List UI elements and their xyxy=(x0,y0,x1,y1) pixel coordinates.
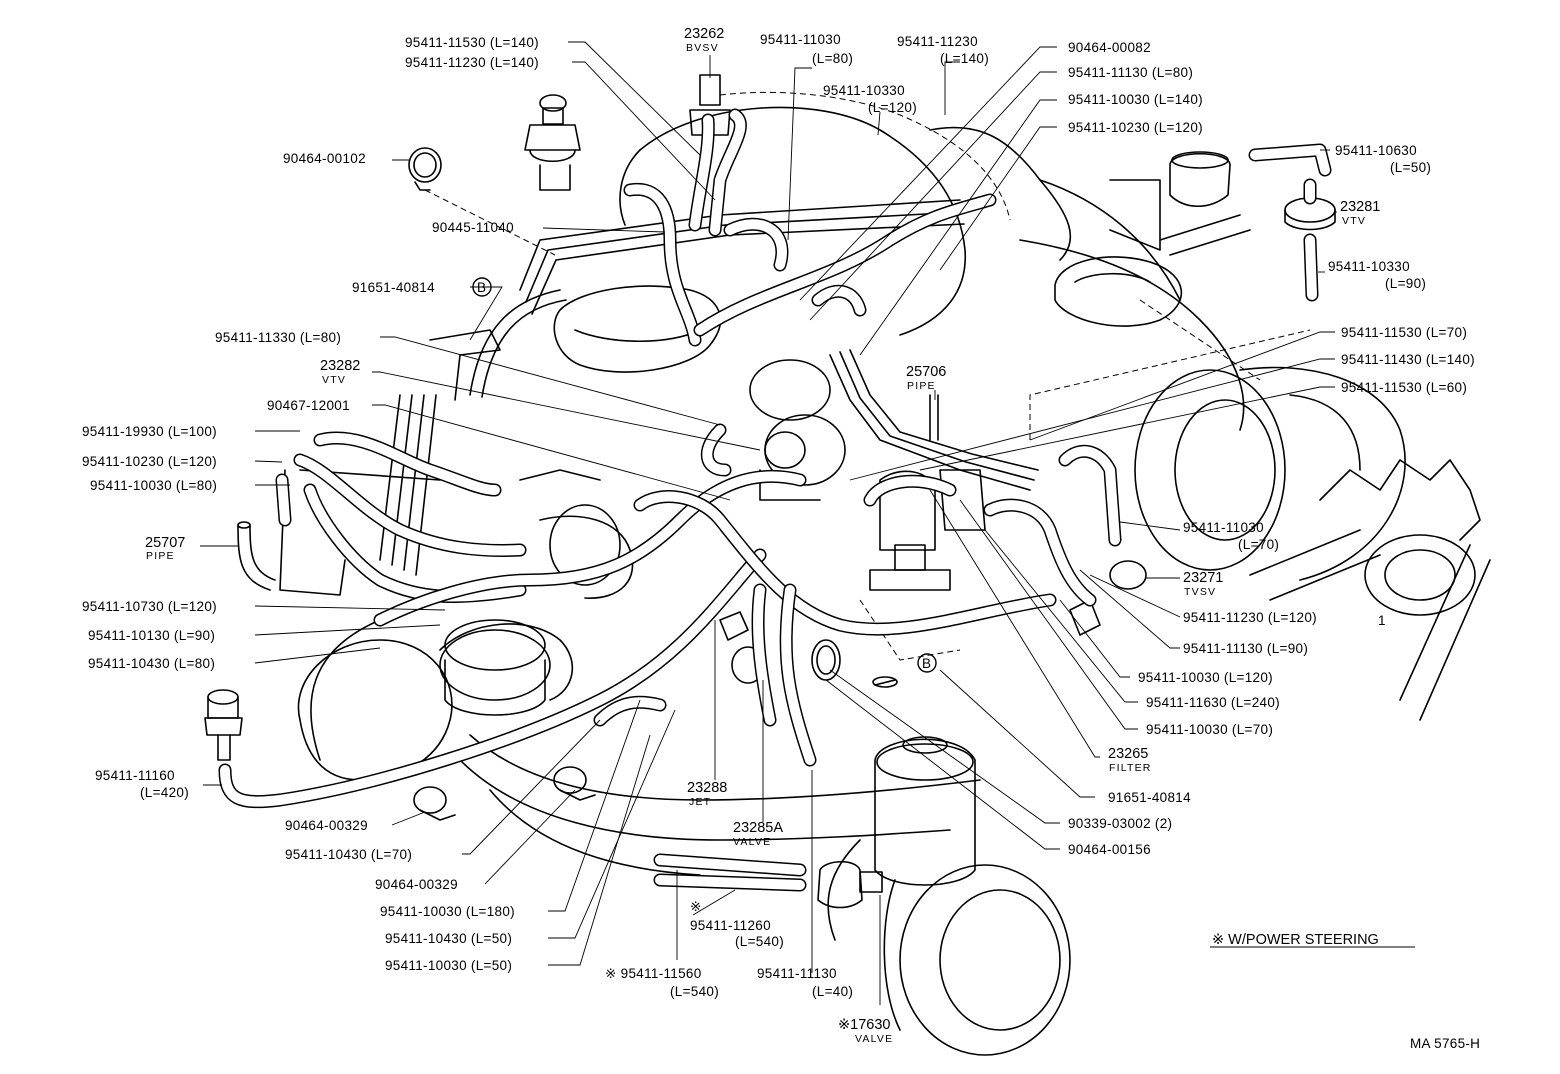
label-95411-10730-l120: 95411-10730 (L=120) xyxy=(82,599,217,614)
label-23282-vtv: VTV xyxy=(322,374,346,386)
label-95411-11560-len: (L=540) xyxy=(670,984,719,999)
label-95411-11260: 95411-11260 xyxy=(690,918,771,933)
label-95411-10230-l120-a: 95411-10230 (L=120) xyxy=(1068,120,1203,135)
label-95411-11230-b-len: (L=140) xyxy=(940,51,989,66)
label-95411-11030-a-len: (L=80) xyxy=(812,51,853,66)
label-23271: 23271 xyxy=(1183,570,1223,586)
label-23282: 23282 xyxy=(320,358,360,374)
engine-illustration xyxy=(204,74,1491,1056)
label-95411-10330-a: 95411-10330 xyxy=(823,83,905,98)
label-23271-tvsv: TVSV xyxy=(1184,586,1216,598)
label-90464-00156: 90464-00156 xyxy=(1068,842,1151,857)
label-95411-11260-len: (L=540) xyxy=(735,934,784,949)
label-95411-11130-l80: 95411-11130 (L=80) xyxy=(1068,65,1193,80)
label-23288: 23288 xyxy=(687,780,727,796)
label-95411-10030-l180: 95411-10030 (L=180) xyxy=(380,904,515,919)
label-23262-bvsv: BVSV xyxy=(686,42,719,54)
label-23281-vtv: VTV xyxy=(1342,215,1366,227)
label-95411-10430-l80: 95411-10430 (L=80) xyxy=(88,656,215,671)
label-95411-11030-b: 95411-11030 xyxy=(1183,520,1264,535)
label-95411-11230-b: 95411-11230 xyxy=(897,34,978,49)
label-23281: 23281 xyxy=(1340,199,1380,215)
label-17630: ※17630 xyxy=(838,1017,890,1033)
label-91651-40814-a: 91651-40814 xyxy=(352,280,435,295)
label-90445-11040: 90445-11040 xyxy=(432,220,514,235)
label-95411-10330-a-len: (L=120) xyxy=(868,100,917,115)
label-91651-40814-b: 91651-40814 xyxy=(1108,790,1191,805)
label-95411-11430-l140: 95411-11430 (L=140) xyxy=(1341,352,1475,367)
label-95411-10030-l50: 95411-10030 (L=50) xyxy=(385,958,512,973)
label-95411-11230-l140-a: 95411-11230 (L=140) xyxy=(405,55,539,70)
label-95411-10630-len: (L=50) xyxy=(1390,160,1431,175)
note-power-steering: ※ W/POWER STEERING xyxy=(1212,932,1379,948)
label-90464-00329-b: 90464-00329 xyxy=(375,877,458,892)
label-95411-19930-l100: 95411-19930 (L=100) xyxy=(82,424,217,439)
label-95411-10030-l80: 95411-10030 (L=80) xyxy=(90,478,217,493)
label-95411-11230-l120: 95411-11230 (L=120) xyxy=(1183,610,1317,625)
label-95411-10330-b: 95411-10330 xyxy=(1328,259,1410,274)
label-25706-pipe: PIPE xyxy=(907,380,936,392)
label-95411-11160: 95411-11160 xyxy=(95,768,175,783)
label-23265-filter: FILTER xyxy=(1109,762,1152,774)
marker-b-lower-text: B xyxy=(922,656,931,671)
label-95411-11030-b-len: (L=70) xyxy=(1238,537,1279,552)
vacuum-hoses xyxy=(218,108,1332,892)
label-25707: 25707 xyxy=(145,535,185,551)
label-95411-11260-mark: ※ xyxy=(690,899,702,914)
drawing-code: MA 5765-H xyxy=(1410,1036,1480,1051)
label-95411-11130-l40-len: (L=40) xyxy=(812,984,853,999)
label-25706: 25706 xyxy=(906,364,946,380)
label-90464-00102: 90464-00102 xyxy=(283,151,366,166)
label-95411-11130-l90: 95411-11130 (L=90) xyxy=(1183,641,1308,656)
label-95411-11330-l80: 95411-11330 (L=80) xyxy=(215,330,341,345)
label-23265: 23265 xyxy=(1108,746,1148,762)
label-95411-11630-l240: 95411-11630 (L=240) xyxy=(1146,695,1280,710)
marker-b-lower xyxy=(917,653,937,673)
label-95411-11130-l40: 95411-11130 xyxy=(757,966,837,981)
marker-b-upper xyxy=(472,277,492,297)
marker-b-upper-text: B xyxy=(477,280,486,295)
pulley-label: 1 xyxy=(1378,613,1386,628)
label-95411-11530-l140: 95411-11530 (L=140) xyxy=(405,35,539,50)
label-95411-10030-l120: 95411-10030 (L=120) xyxy=(1138,670,1273,685)
label-95411-11160-len: (L=420) xyxy=(140,785,189,800)
label-95411-10230-l120-b: 95411-10230 (L=120) xyxy=(82,454,217,469)
label-90467-12001: 90467-12001 xyxy=(267,398,350,413)
label-95411-10030-l70: 95411-10030 (L=70) xyxy=(1146,722,1273,737)
label-95411-11530-l70: 95411-11530 (L=70) xyxy=(1341,325,1467,340)
label-95411-10130-l90: 95411-10130 (L=90) xyxy=(88,628,215,643)
label-90464-00082: 90464-00082 xyxy=(1068,40,1151,55)
label-23285a: 23285A xyxy=(733,820,783,836)
label-90339-03002: 90339-03002 (2) xyxy=(1068,816,1172,831)
leader-lines xyxy=(200,41,1415,1005)
label-95411-11030-a: 95411-11030 xyxy=(760,32,841,47)
label-17630-valve: VALVE xyxy=(855,1033,893,1045)
label-90464-00329-a: 90464-00329 xyxy=(285,818,368,833)
label-95411-10330-b-len: (L=90) xyxy=(1385,276,1426,291)
label-23288-jet: JET xyxy=(689,796,711,808)
label-95411-10030-l140: 95411-10030 (L=140) xyxy=(1068,92,1203,107)
label-23262: 23262 xyxy=(684,26,724,42)
label-23285a-valve: VALVE xyxy=(733,836,771,848)
label-95411-10430-l50: 95411-10430 (L=50) xyxy=(385,931,512,946)
label-95411-10630: 95411-10630 xyxy=(1335,143,1417,158)
label-95411-11530-l60: 95411-11530 (L=60) xyxy=(1341,380,1467,395)
label-25707-pipe: PIPE xyxy=(146,550,175,562)
part-labels: 95411-11530 (L=140) 95411-11230 (L=140) … xyxy=(82,26,1480,1051)
label-95411-11560: ※ 95411-11560 xyxy=(605,966,702,981)
label-95411-10430-l70: 95411-10430 (L=70) xyxy=(285,847,412,862)
